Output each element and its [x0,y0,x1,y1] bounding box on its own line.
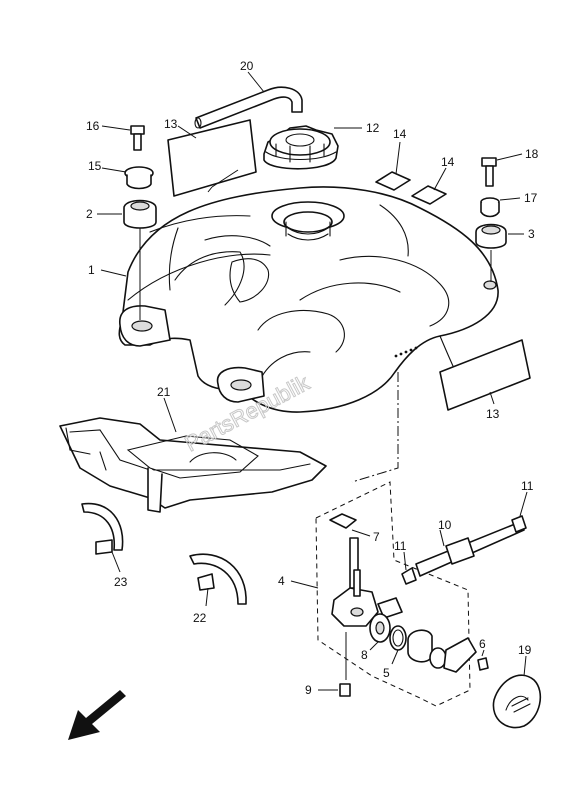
callout-13a: 13 [164,117,178,131]
label-plate-upper [167,119,257,197]
callout-labels: 1 2 3 4 5 6 7 8 9 10 11 11 12 13 13 14 1… [86,59,539,697]
callout-11a: 11 [394,539,407,553]
strap-22 [189,553,247,605]
callout-7: 7 [373,530,380,544]
damper-3 [475,223,507,249]
callout-23: 23 [114,575,128,589]
callout-9: 9 [305,683,312,697]
collar-17 [480,197,500,218]
callout-5: 5 [383,666,390,680]
callout-18: 18 [525,147,539,161]
fuel-cock [329,513,403,627]
callout-14b: 14 [441,155,455,169]
lever-plate [492,674,542,729]
collar-15 [124,166,154,190]
strap-23 [81,502,124,555]
fuel-tank [118,186,499,413]
front-direction-arrow-icon [68,690,126,740]
rubber-pad-b [411,185,447,205]
callout-22: 22 [193,611,207,625]
o-ring-5 [389,625,407,651]
callout-21: 21 [157,385,171,399]
callout-2: 2 [86,207,93,221]
lever-parts [407,629,489,673]
callout-15: 15 [88,159,102,173]
callout-19: 19 [518,643,532,657]
callout-17: 17 [524,191,538,205]
filler-cap [263,125,339,170]
fuel-cock-assembly-box [315,481,471,707]
label-plate-lower [439,339,531,411]
fuel-hose-10 [401,515,527,585]
callout-16: 16 [86,119,100,133]
bolt-16 [130,125,145,151]
breather-hose [194,86,303,129]
damper-2 [123,199,157,229]
callout-1: 1 [88,263,95,277]
callout-10: 10 [438,518,452,532]
callout-12: 12 [366,121,380,135]
callout-8: 8 [361,648,368,662]
gasket-8 [369,613,391,643]
bolt-18 [481,157,497,187]
callout-14a: 14 [393,127,407,141]
rubber-pad-a [375,171,411,191]
callout-13b: 13 [486,407,500,421]
callout-4: 4 [278,574,285,588]
callout-6: 6 [479,637,486,651]
screw-9 [339,683,351,697]
tank-tray [59,417,327,513]
callout-20: 20 [240,59,254,73]
callout-11b: 11 [521,479,534,493]
callout-3: 3 [528,227,535,241]
